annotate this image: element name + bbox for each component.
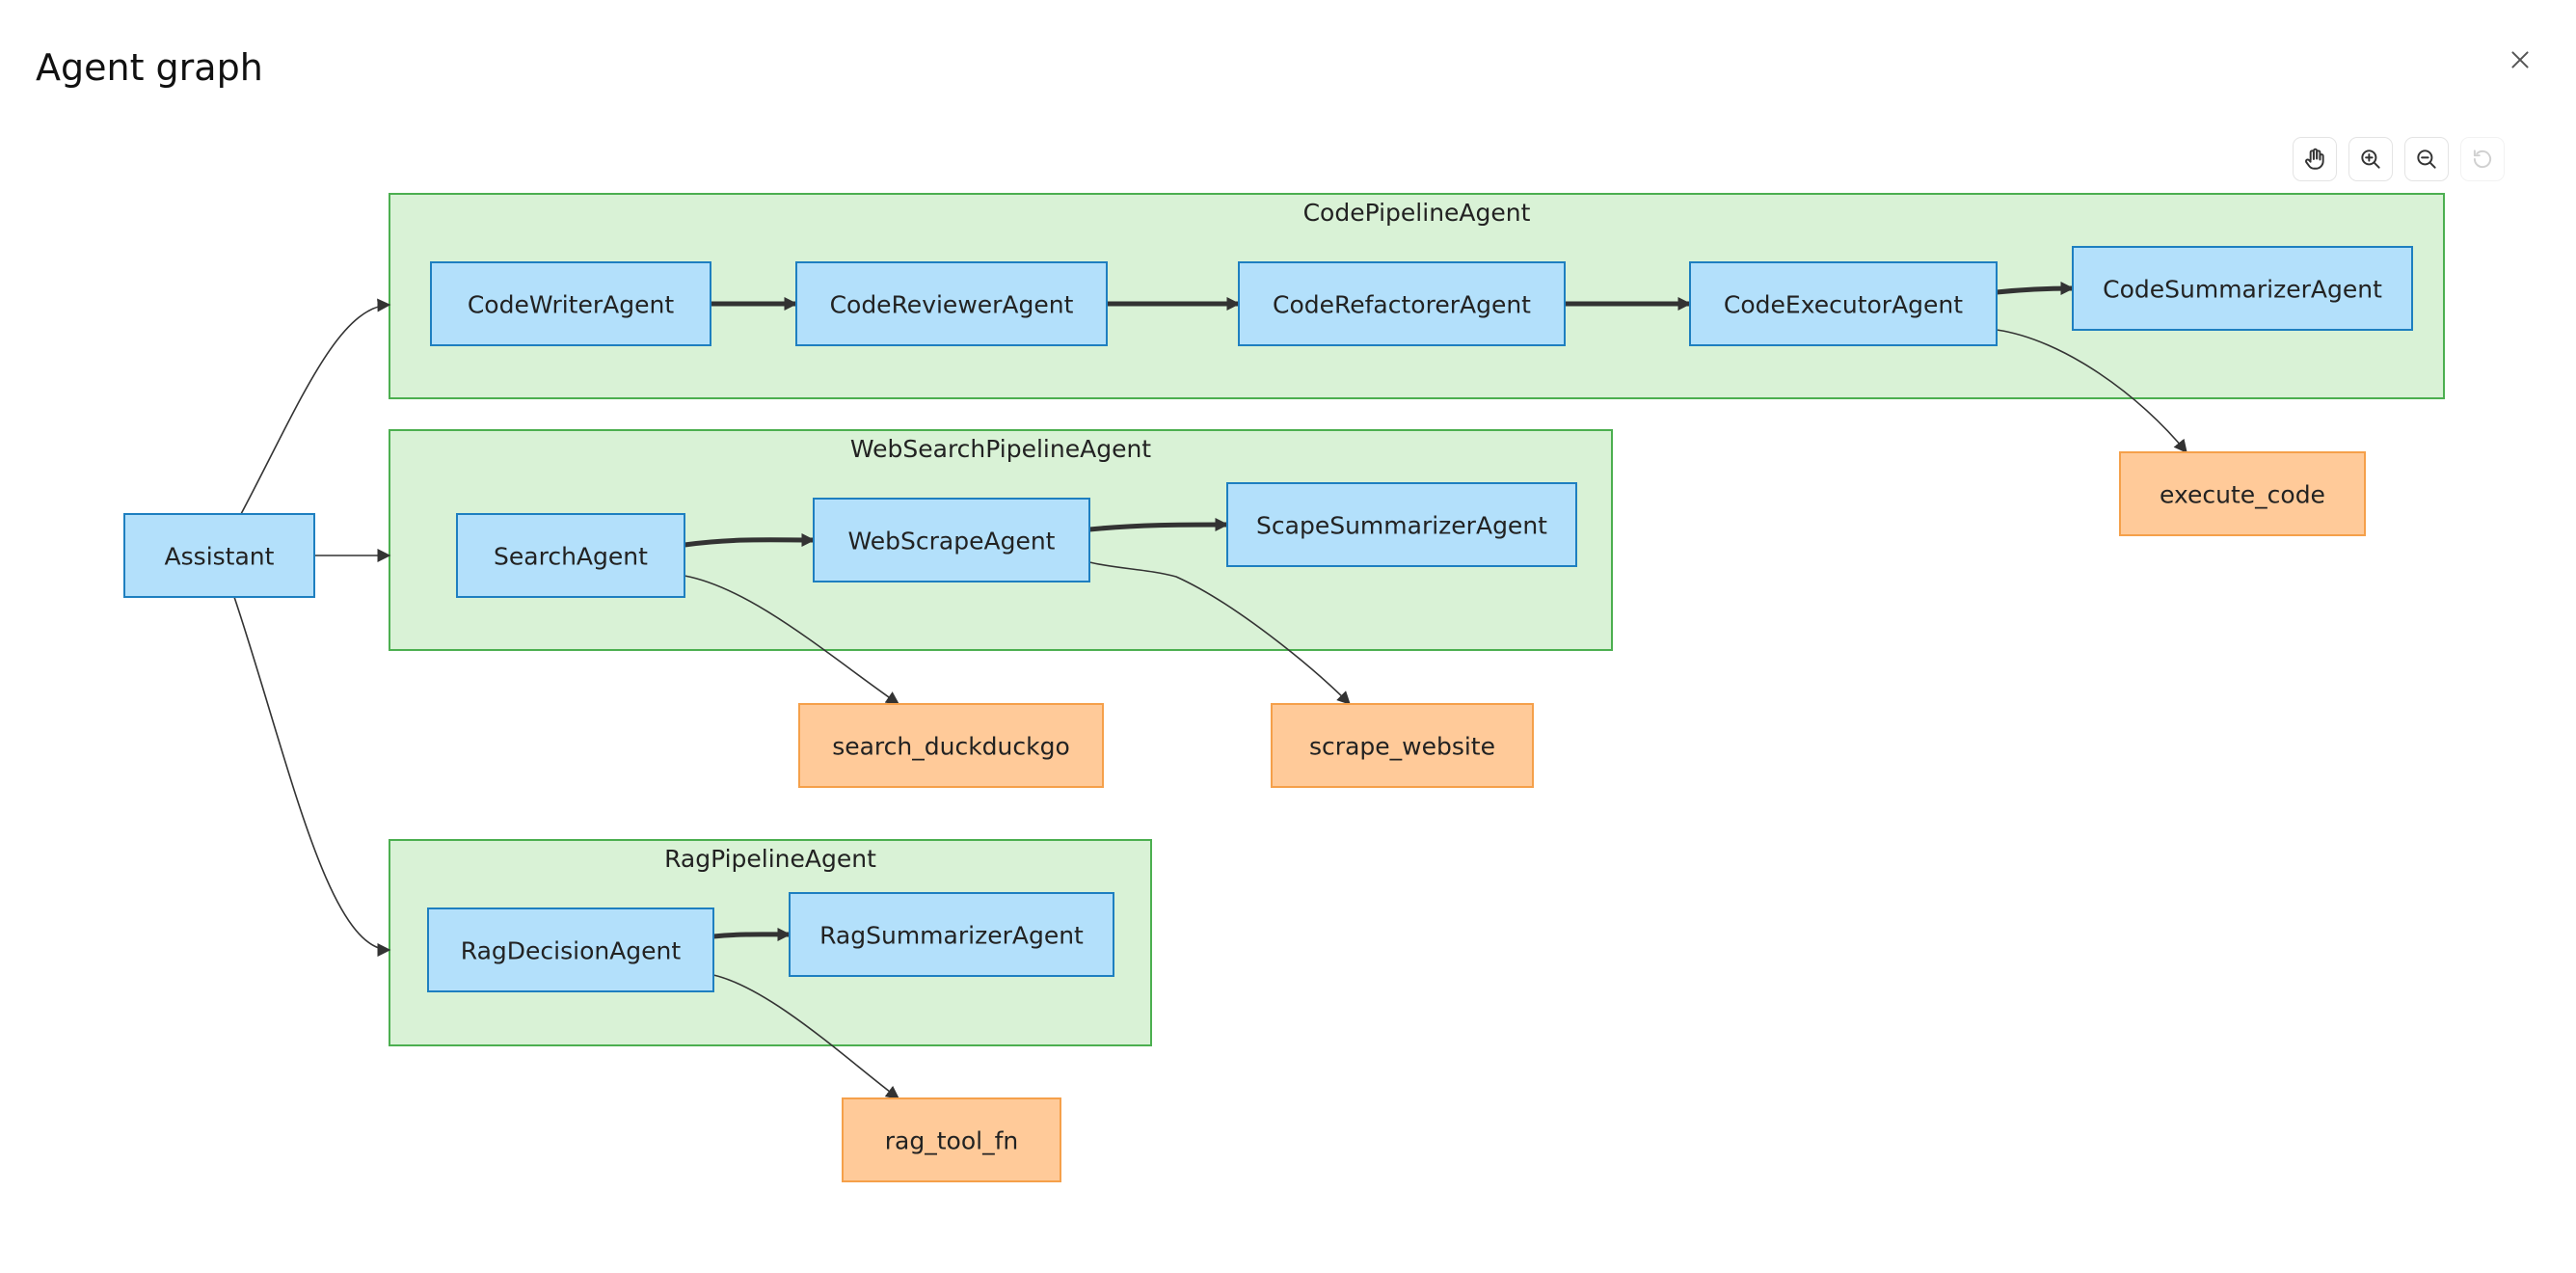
node-codewriter[interactable]: CodeWriterAgent (430, 261, 711, 346)
node-searchagent[interactable]: SearchAgent (456, 513, 685, 598)
node-search_duckduckgo[interactable]: search_duckduckgo (798, 703, 1104, 788)
tool-node-box (842, 1097, 1061, 1182)
agent-node-box (456, 513, 685, 598)
edge-assistant-to-rag (233, 596, 391, 957)
edge-webscrape-to-scrape_website (1088, 561, 1351, 705)
node-label: WebScrapeAgent (848, 528, 1056, 555)
node-codesummarizer[interactable]: CodeSummarizerAgent (2072, 246, 2413, 331)
agent-node-box (2072, 246, 2413, 331)
node-assistant[interactable]: Assistant (123, 513, 315, 598)
node-label: CodeWriterAgent (468, 291, 674, 319)
graph-toolbar (2293, 137, 2505, 181)
node-ragsummarizer[interactable]: RagSummarizerAgent (789, 892, 1114, 977)
edge-searchagent-to-webscrape (684, 532, 816, 548)
zoom-out-button[interactable] (2404, 137, 2449, 181)
agent-node-box (427, 907, 714, 992)
edge-codeexecutor-to-codesummarizer (1996, 282, 2075, 296)
hand-icon (2305, 148, 2324, 170)
edge-ragdecision-to-rag_tool_fn (712, 974, 900, 1099)
cluster-label: WebSearchPipelineAgent (850, 435, 1151, 463)
reset-view-button[interactable] (2460, 137, 2505, 181)
tool-node-box (798, 703, 1104, 788)
node-label: rag_tool_fn (885, 1127, 1018, 1155)
agent-node-box (813, 498, 1090, 582)
zoom-out-icon (2417, 149, 2436, 169)
node-scapesummarizer[interactable]: ScapeSummarizerAgent (1226, 482, 1577, 567)
node-label: execute_code (2160, 481, 2325, 509)
node-scrape_website[interactable]: scrape_website (1271, 703, 1534, 788)
node-label: RagDecisionAgent (461, 937, 682, 965)
node-label: CodeRefactorerAgent (1273, 291, 1531, 319)
pan-button[interactable] (2293, 137, 2337, 181)
tool-node-box (2119, 451, 2366, 536)
node-webscrape[interactable]: WebScrapeAgent (813, 498, 1090, 582)
edge-assistant-to-code (240, 298, 391, 515)
edge-searchagent-to-search_duckduckgo (684, 575, 900, 705)
page-title: Agent graph (36, 46, 263, 89)
node-label: ScapeSummarizerAgent (1256, 512, 1547, 540)
agent-node-box (123, 513, 315, 598)
agent-node-box (1238, 261, 1566, 346)
close-icon (2511, 51, 2529, 68)
zoom-in-button[interactable] (2348, 137, 2393, 181)
zoom-in-icon (2361, 149, 2380, 169)
agent-node-box (430, 261, 711, 346)
edge-ragdecision-to-ragsummarizer (712, 927, 792, 941)
node-label: RagSummarizerAgent (819, 922, 1084, 950)
reset-icon (2473, 149, 2492, 169)
node-ragdecision[interactable]: RagDecisionAgent (427, 907, 714, 992)
node-label: SearchAgent (494, 543, 648, 571)
node-coderefactorer[interactable]: CodeRefactorerAgent (1238, 261, 1566, 346)
edge-webscrape-to-scapesummarizer (1088, 518, 1229, 532)
agent-node-box (789, 892, 1114, 977)
edge-codeexecutor-to-execute_code (1996, 329, 2187, 454)
node-label: scrape_website (1309, 733, 1495, 761)
cluster-label: RagPipelineAgent (664, 845, 876, 873)
node-label: search_duckduckgo (832, 733, 1070, 761)
agent-node-box (1226, 482, 1577, 567)
node-execute_code[interactable]: execute_code (2119, 451, 2366, 536)
agent-node-box (795, 261, 1108, 346)
node-rag_tool_fn[interactable]: rag_tool_fn (842, 1097, 1061, 1182)
node-codeexecutor[interactable]: CodeExecutorAgent (1689, 261, 1998, 346)
node-codereviewer[interactable]: CodeReviewerAgent (795, 261, 1108, 346)
agent-node-box (1689, 261, 1998, 346)
tool-node-box (1271, 703, 1534, 788)
node-label: CodeReviewerAgent (830, 291, 1074, 319)
node-label: CodeSummarizerAgent (2103, 276, 2382, 304)
close-button[interactable] (2503, 42, 2537, 77)
cluster-label: CodePipelineAgent (1303, 199, 1531, 227)
node-label: Assistant (165, 543, 275, 571)
node-label: CodeExecutorAgent (1724, 291, 1963, 319)
